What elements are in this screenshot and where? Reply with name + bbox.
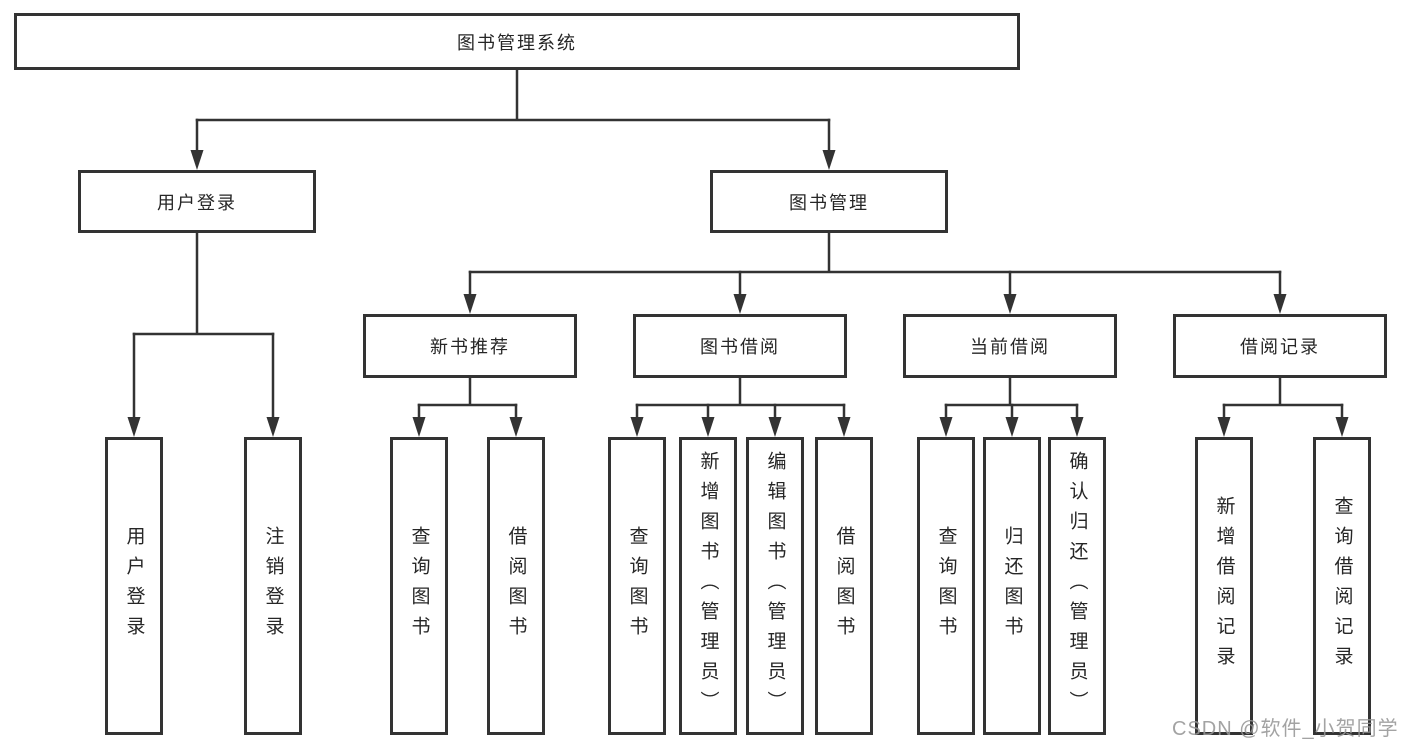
connector-newbook-to-leaves — [412, 378, 523, 437]
leaf-borrow-books-borrow: 借阅图书 — [815, 437, 873, 735]
connector-userlogin-to-leaves — [127, 233, 280, 437]
leaf-query-books-recommend: 查询图书 — [390, 437, 448, 735]
node-book-borrow: 图书借阅 — [633, 314, 847, 378]
connector-root-to-level2 — [190, 70, 836, 170]
connector-bookmgmt-to-level3 — [463, 233, 1287, 314]
leaf-logout: 注销登录 — [244, 437, 302, 735]
leaf-edit-book-admin: 编辑图书（管理员） — [746, 437, 804, 735]
node-user-login: 用户登录 — [78, 170, 316, 233]
connector-borrowrecords-to-leaves — [1217, 378, 1349, 437]
node-borrow-records: 借阅记录 — [1173, 314, 1387, 378]
csdn-watermark: CSDN @软件_小贺同学 — [1172, 718, 1399, 740]
connector-bookborrow-to-leaves — [630, 378, 851, 437]
leaf-borrow-books-recommend: 借阅图书 — [487, 437, 545, 735]
leaf-query-books-borrow: 查询图书 — [608, 437, 666, 735]
node-new-book-recommend: 新书推荐 — [363, 314, 577, 378]
leaf-query-borrow-record: 查询借阅记录 — [1313, 437, 1371, 735]
node-current-borrow: 当前借阅 — [903, 314, 1117, 378]
leaf-add-book-admin: 新增图书（管理员） — [679, 437, 737, 735]
leaf-confirm-return-admin: 确认归还（管理员） — [1048, 437, 1106, 735]
leaf-query-books-current: 查询图书 — [917, 437, 975, 735]
leaf-add-borrow-record: 新增借阅记录 — [1195, 437, 1253, 735]
leaf-return-book: 归还图书 — [983, 437, 1041, 735]
leaf-user-login: 用户登录 — [105, 437, 163, 735]
connector-currentborrow-to-leaves — [939, 378, 1084, 437]
node-book-management: 图书管理 — [710, 170, 948, 233]
node-root-library-system: 图书管理系统 — [14, 13, 1020, 70]
